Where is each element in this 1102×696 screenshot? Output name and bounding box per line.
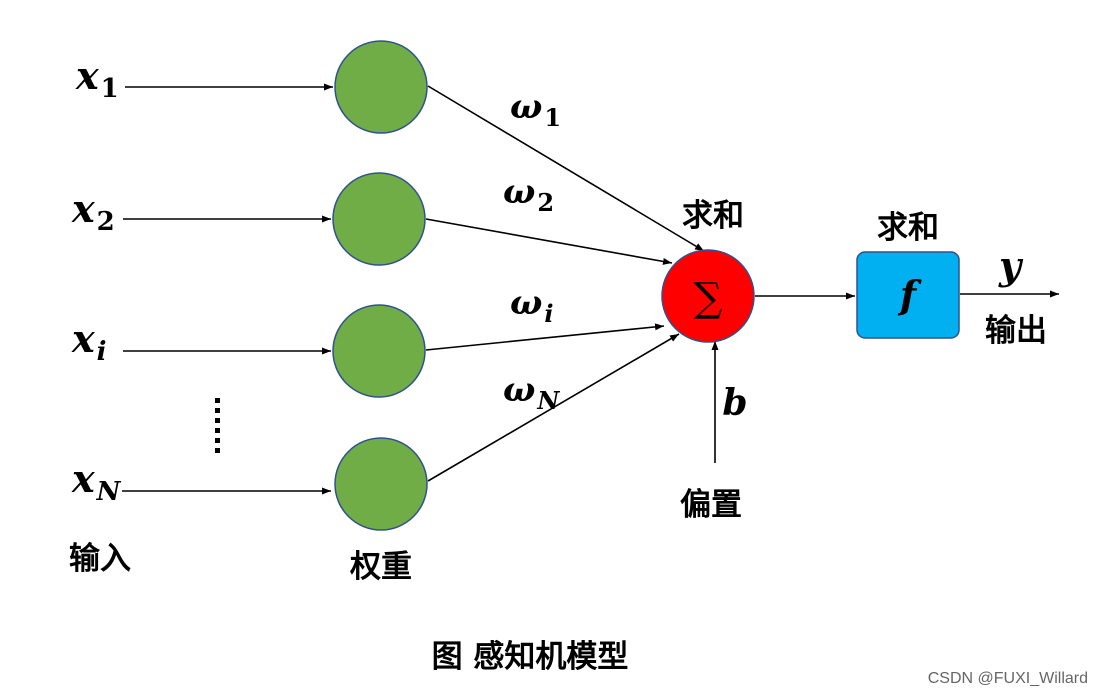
weight-arrow-1 — [427, 85, 705, 252]
svg-text:ωi: ωi — [510, 283, 554, 328]
activation-label: 求和 — [877, 210, 939, 246]
output-label: 输出 — [985, 313, 1047, 349]
weight-label-i: ωi — [510, 283, 554, 328]
figure-caption: 图 感知机模型 — [432, 639, 629, 675]
weight-arrow-i — [425, 323, 665, 351]
weight-arrow-2 — [425, 218, 673, 265]
weight-label-1: ω1 — [510, 87, 561, 132]
bias-label: 偏置 — [680, 487, 742, 523]
weight-node-1 — [334, 40, 428, 134]
weight-node-i — [332, 304, 426, 398]
bias-symbol: b — [722, 382, 747, 424]
svg-text:ω2: ω2 — [503, 172, 554, 217]
svg-text:x1: x1 — [75, 53, 119, 104]
input-label-n: xN — [71, 456, 122, 507]
input-label: 输入 — [69, 541, 131, 577]
svg-text:ωN: ωN — [503, 370, 560, 415]
weight-arrow-n — [427, 333, 680, 482]
watermark: CSDN @FUXI_Willard — [928, 670, 1088, 687]
ellipsis-dots — [215, 398, 220, 453]
input-label-2: x2 — [71, 186, 115, 237]
input-label-1: x1 — [75, 53, 119, 104]
weight-node-n — [334, 437, 428, 531]
weight-label-2: ω2 — [503, 172, 554, 217]
svg-text:ω1: ω1 — [510, 87, 561, 132]
weight-label: 权重 — [349, 549, 412, 585]
svg-text:x2: x2 — [71, 186, 115, 237]
svg-text:xi: xi — [71, 316, 107, 367]
weight-label-n: ωN — [503, 370, 560, 415]
sum-label: 求和 — [682, 198, 744, 234]
output-symbol: y — [998, 243, 1024, 288]
sigma-symbol: ∑ — [694, 275, 723, 321]
weight-node-2 — [332, 172, 426, 266]
sum-node — [661, 249, 755, 343]
svg-text:xN: xN — [71, 456, 122, 507]
input-label-i: xi — [71, 316, 107, 367]
activation-box — [856, 251, 960, 339]
